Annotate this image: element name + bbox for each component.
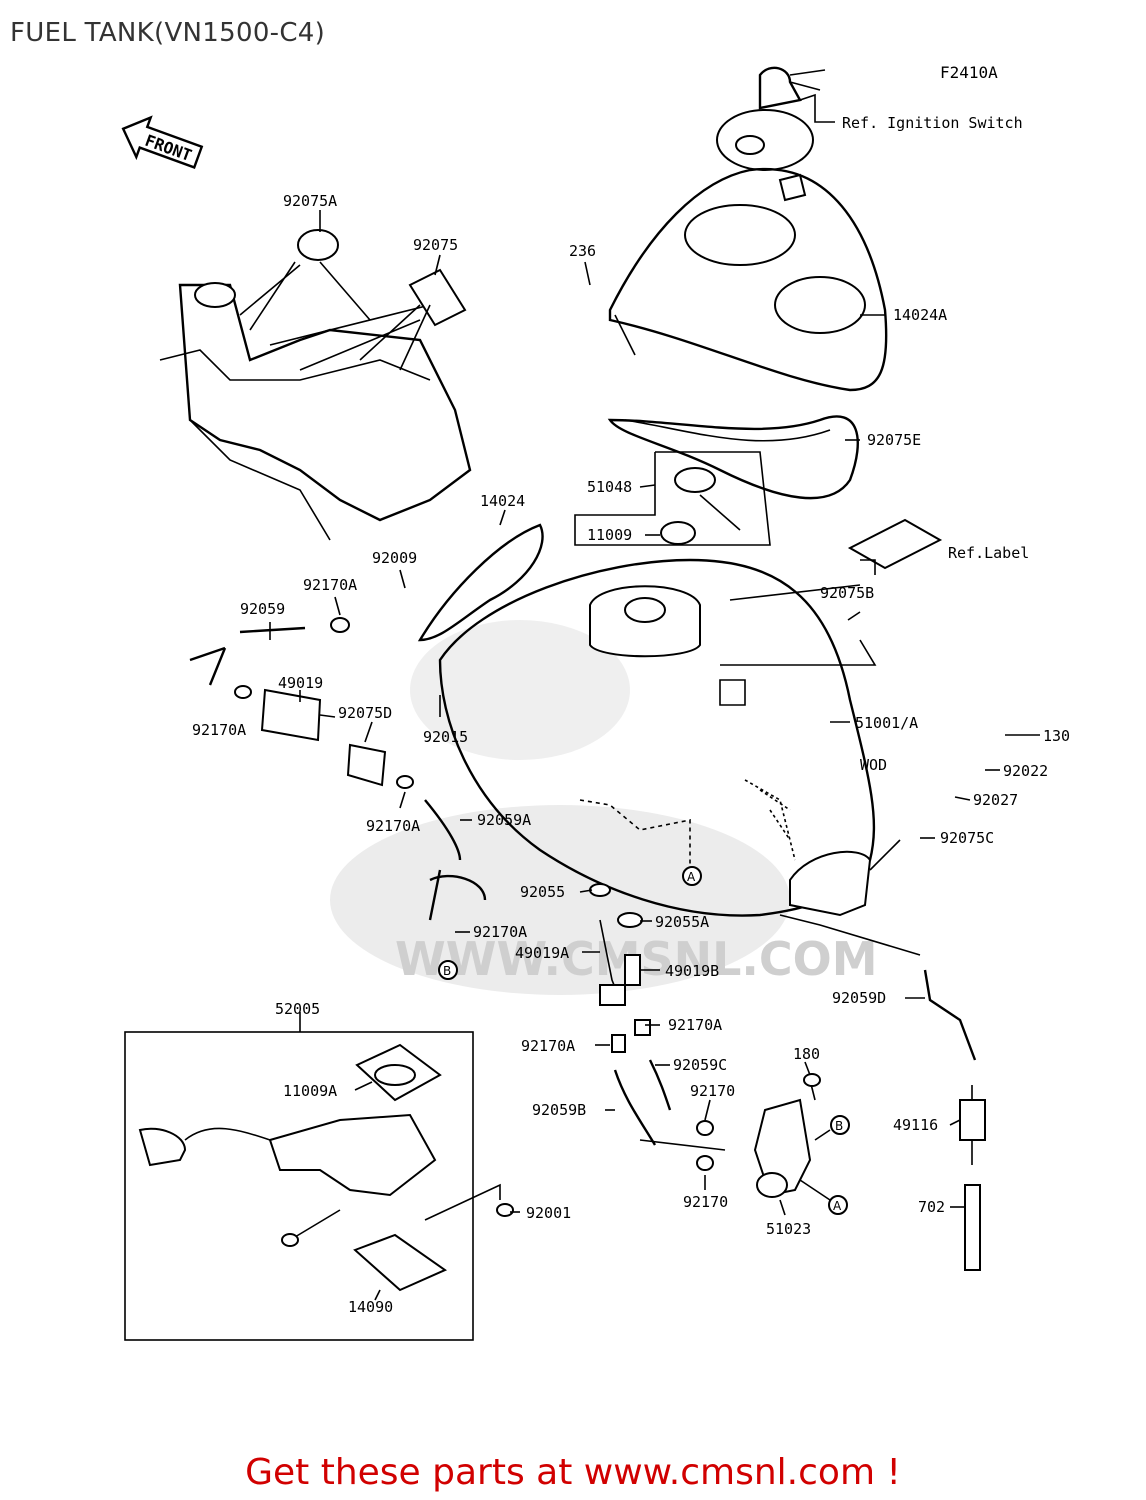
part-label-92170a-2: 92170A: [192, 721, 246, 739]
part-label-92059d: 92059D: [832, 989, 886, 1007]
filter-49019: [189, 617, 414, 789]
part-label-92170a-5: 92170A: [668, 1016, 722, 1034]
leader-lines: [249, 210, 1040, 1301]
ref-label-plate: [847, 518, 943, 570]
seal-strip-92075e: [607, 415, 859, 500]
part-label-92075: 92075: [413, 236, 458, 254]
part-label-14024: 14024: [480, 492, 525, 510]
part-label-92055: 92055: [520, 883, 565, 901]
part-label-49116: 49116: [893, 1116, 938, 1134]
part-label-92170-2: 92170: [683, 1193, 728, 1211]
part-label-92075c: 92075C: [940, 829, 994, 847]
part-label-92059b: 92059B: [532, 1101, 586, 1119]
frame: [159, 229, 472, 541]
part-label-92170-1: 92170: [690, 1082, 735, 1100]
part-label-92075d: 92075D: [338, 704, 392, 722]
part-label-92055a: 92055A: [655, 913, 709, 931]
part-label-14024a: 14024A: [893, 306, 947, 324]
front-arrow: FRONT: [121, 115, 204, 169]
part-label-236: 236: [569, 242, 596, 260]
part-label-92059: 92059: [240, 600, 285, 618]
part-label-52005: 52005: [275, 1000, 320, 1018]
callout-a-2: A: [828, 1195, 848, 1215]
part-label-92059a: 92059A: [477, 811, 531, 829]
part-label-92015: 92015: [423, 728, 468, 746]
svg-text:B: B: [443, 964, 451, 978]
part-label-14090: 14090: [348, 1298, 393, 1316]
part-label-130: 130: [1043, 727, 1070, 745]
part-label-92059c: 92059C: [673, 1056, 727, 1074]
part-label-51048: 51048: [587, 478, 632, 496]
footer-link[interactable]: Get these parts at www.cmsnl.com !: [245, 1452, 901, 1493]
part-label-49019: 49019: [278, 674, 323, 692]
front-label: FRONT: [143, 131, 195, 165]
part-label-702: 702: [918, 1198, 945, 1216]
part-label-92001: 92001: [526, 1204, 571, 1222]
part-label-92075e: 92075E: [867, 431, 921, 449]
part-label-92170a-4: 92170A: [473, 923, 527, 941]
fuel-pump-assembly-52005: [124, 1031, 514, 1341]
part-label-92009: 92009: [372, 549, 417, 567]
part-label-49019b: 49019B: [665, 962, 719, 980]
fuel-valve-51023: [696, 1073, 821, 1198]
tank-cover-14024a: [608, 167, 888, 392]
part-label-51001a: 51001/A: [855, 714, 918, 732]
callout-b-1: B: [438, 960, 458, 980]
part-label-51023: 51023: [766, 1220, 811, 1238]
watermark-logo: WWW.CMSNL.COM: [330, 620, 878, 995]
part-label-11009a: 11009A: [283, 1082, 337, 1100]
filter-49116: [923, 969, 986, 1271]
ref-ignition-switch: Ref. Ignition Switch: [842, 114, 1023, 132]
part-label-wod: WOD: [860, 756, 887, 774]
part-label-92075b: 92075B: [820, 584, 874, 602]
ref-label-text: Ref.Label: [948, 544, 1029, 562]
heat-guard-14024: [417, 523, 544, 642]
callout-a-1: A: [682, 866, 702, 886]
svg-text:A: A: [687, 870, 696, 884]
hose-92059a: [424, 799, 487, 921]
part-label-92022: 92022: [1003, 762, 1048, 780]
fuel-cap-51048: [574, 451, 771, 546]
part-label-92170a-6: 92170A: [521, 1037, 575, 1055]
ignition-key-icon: [716, 66, 835, 202]
svg-text:A: A: [833, 1199, 842, 1213]
fuel-tank-51001a: [438, 558, 876, 917]
part-label-92170a-1: 92170A: [303, 576, 357, 594]
part-label-11009: 11009: [587, 526, 632, 544]
part-label-92075a: 92075A: [283, 192, 337, 210]
callout-b-2: B: [830, 1115, 850, 1135]
part-label-49019a: 49019A: [515, 944, 569, 962]
fuel-tap-49019: [589, 883, 672, 1146]
page-title: FUEL TANK(VN1500-C4): [10, 18, 326, 48]
part-label-92027: 92027: [973, 791, 1018, 809]
figure-code: F2410A: [940, 63, 998, 82]
part-label-180: 180: [793, 1045, 820, 1063]
part-label-92170a-3: 92170A: [366, 817, 420, 835]
svg-text:B: B: [835, 1119, 843, 1133]
